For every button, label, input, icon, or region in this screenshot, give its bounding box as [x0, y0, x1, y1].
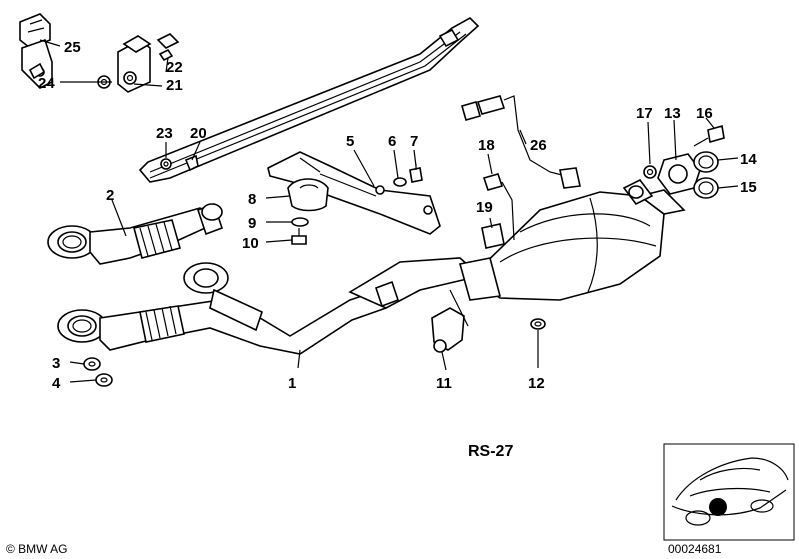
- part-number-23: 23: [156, 125, 173, 142]
- part-number-9: 9: [248, 215, 256, 232]
- part-number-22: 22: [166, 59, 183, 76]
- oxygen-sensor-26-drawing: [461, 95, 581, 189]
- part-number-8: 8: [248, 191, 256, 208]
- part-number-2: 2: [106, 187, 114, 204]
- part-number-7: 7: [410, 133, 418, 150]
- part-number-3: 3: [52, 355, 60, 372]
- part-number-20: 20: [190, 125, 207, 142]
- hanger-11-drawing: [431, 289, 469, 353]
- clamp-19-drawing: [481, 223, 505, 249]
- part-number-10: 10: [242, 235, 259, 252]
- part-number-13: 13: [664, 105, 681, 122]
- part-number-15: 15: [740, 179, 757, 196]
- exhaust-pipe-1-drawing: [57, 257, 482, 355]
- part-number-19: 19: [476, 199, 493, 216]
- rubber-mount-8-drawing: [287, 178, 329, 212]
- part-number-17: 17: [636, 105, 653, 122]
- location-marker: [709, 498, 727, 516]
- heat-shield-strap-20-drawing: [138, 17, 480, 183]
- nut-3-drawing: [83, 357, 101, 371]
- nut-17-drawing: [643, 165, 657, 179]
- part-number-11: 11: [436, 375, 452, 392]
- diagram-reference-code: RS-27: [468, 443, 513, 460]
- bolt-16-drawing: [693, 124, 725, 147]
- copyright-notice: © BMW AG: [6, 542, 68, 556]
- part-number-16: 16: [696, 105, 713, 122]
- gasket-14-drawing: [693, 151, 719, 173]
- nut-23-drawing: [160, 158, 172, 170]
- bolt-10-drawing: [291, 228, 307, 245]
- part-number-6: 6: [388, 133, 396, 150]
- part-number-1: 1: [288, 375, 296, 392]
- part-number-24: 24: [38, 75, 55, 92]
- part-number-12: 12: [528, 375, 545, 392]
- part-number-26: 26: [530, 137, 547, 154]
- bracket-25-drawing: [19, 13, 53, 89]
- washer-6-drawing: [393, 177, 407, 187]
- part-number-labels: 25 24 22 21 23 20 2 5 6 7 8 9 10 18 26 1…: [38, 39, 757, 392]
- catalytic-converter-drawing: [458, 189, 686, 301]
- washer-9-drawing: [291, 217, 309, 227]
- nut-12-drawing: [530, 318, 546, 330]
- front-pipe-2-drawing: [47, 202, 224, 265]
- sensor-18-drawing: [482, 173, 515, 241]
- part-number-25: 25: [64, 39, 81, 56]
- part-number-21: 21: [166, 77, 183, 94]
- part-number-18: 18: [478, 137, 495, 154]
- part-number-5: 5: [346, 133, 354, 150]
- clamp-21-drawing: [117, 33, 180, 93]
- gasket-15-drawing: [693, 177, 719, 199]
- bolt-7-drawing: [409, 164, 423, 183]
- leader-lines: [39, 39, 739, 383]
- image-number: 00024681: [668, 542, 722, 556]
- part-number-14: 14: [740, 151, 757, 168]
- nut-4-drawing: [95, 373, 113, 387]
- part-number-4: 4: [52, 375, 61, 392]
- car-locator-inset: [663, 443, 795, 541]
